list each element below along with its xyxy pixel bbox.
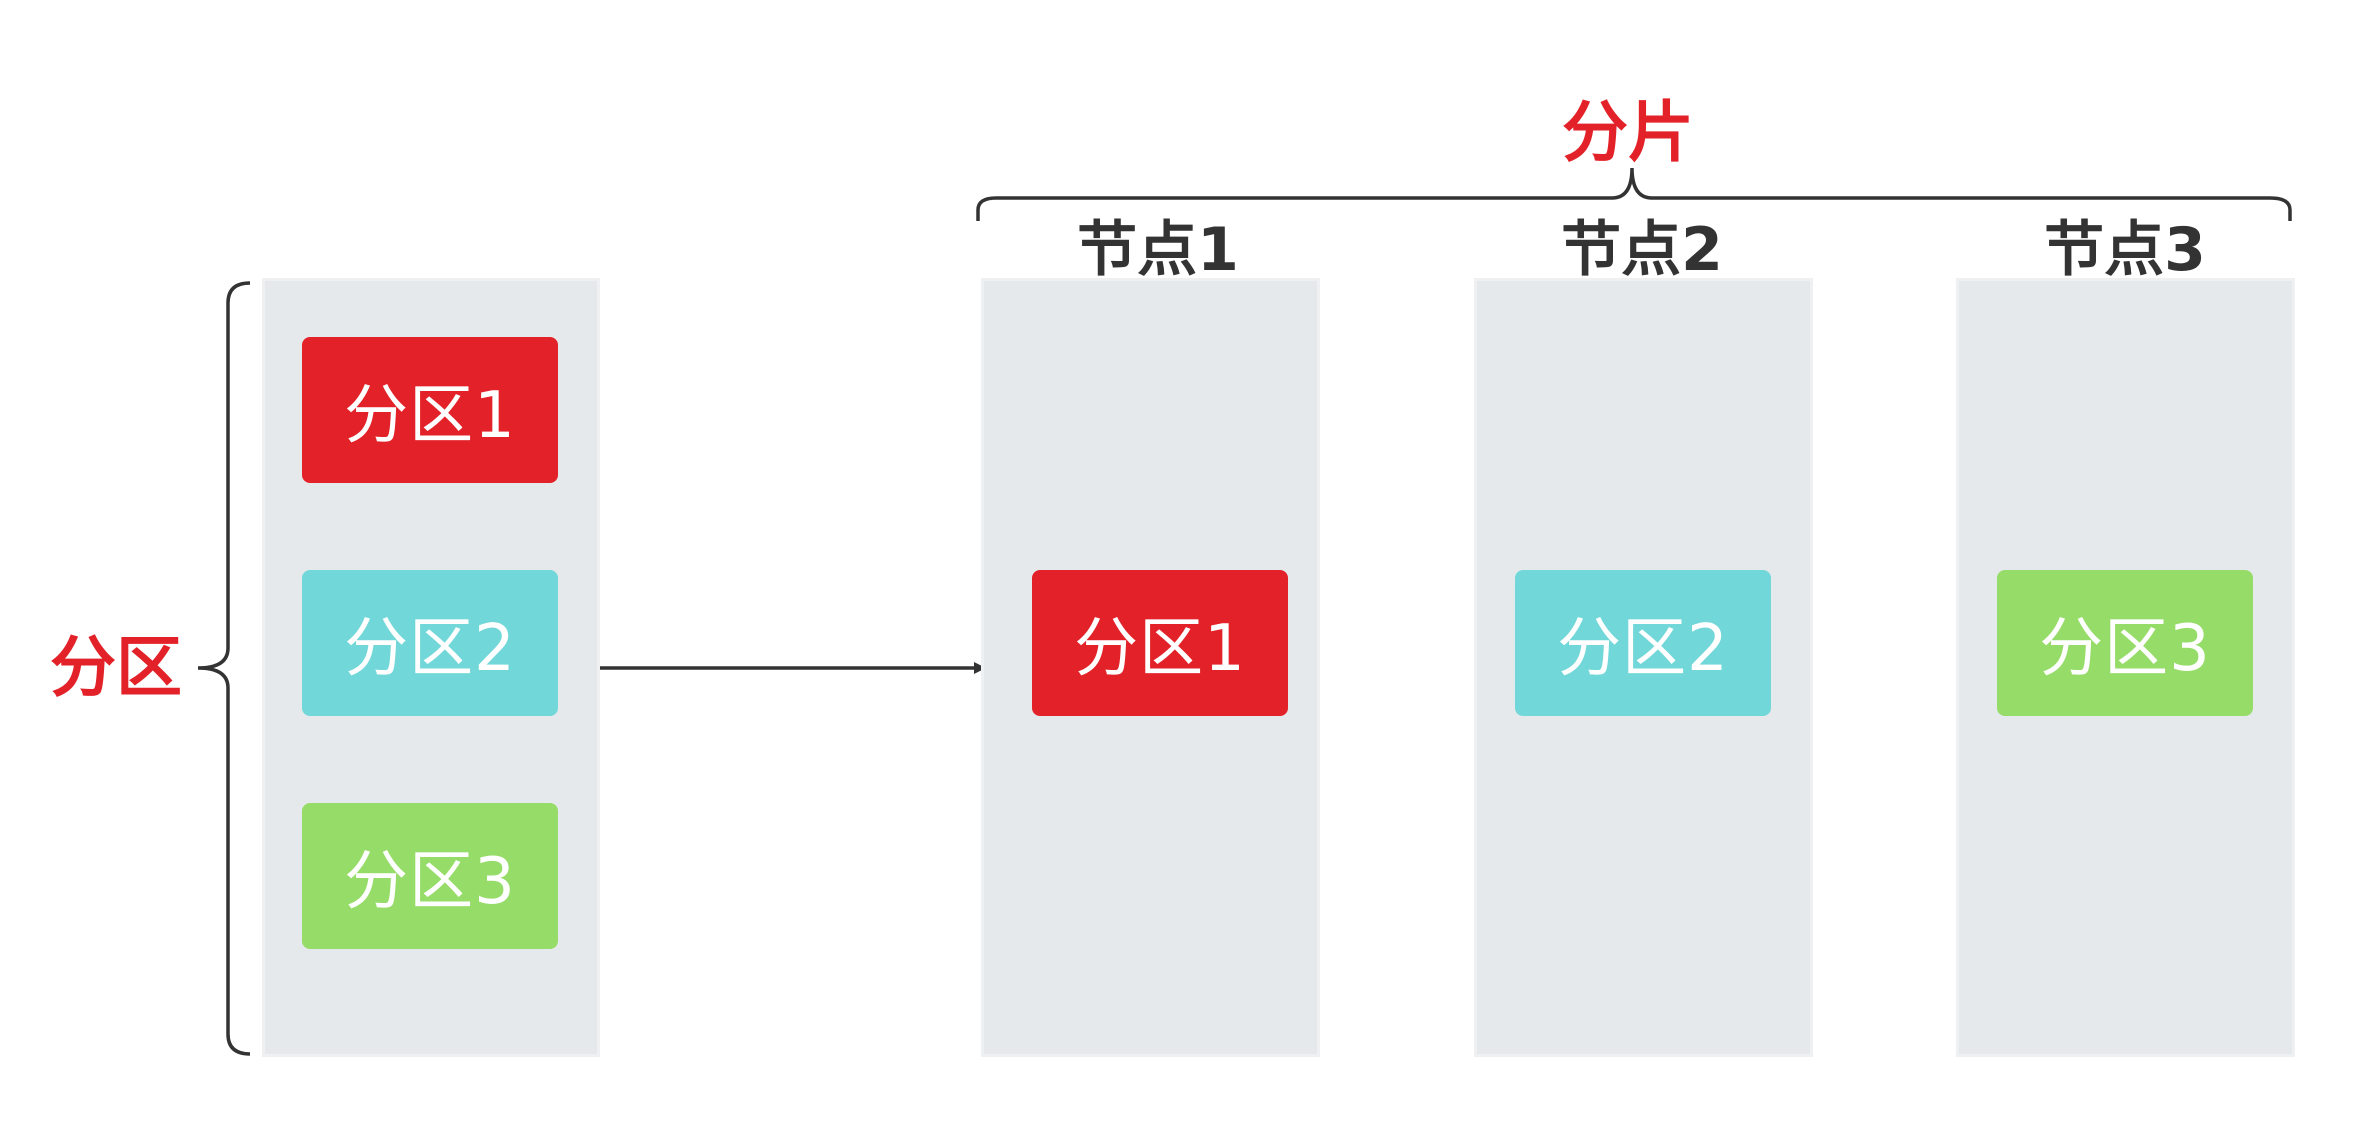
node-1-partition: 分区1 bbox=[1032, 570, 1288, 716]
node-2-partition: 分区2 bbox=[1515, 570, 1771, 716]
shard-group-label: 分片 bbox=[1562, 94, 1694, 171]
node-label-2: 节点2 bbox=[1561, 215, 1723, 285]
partition-group-label: 分区 bbox=[50, 629, 182, 706]
node-label-1: 节点1 bbox=[1077, 215, 1239, 285]
partition-box-3: 分区3 bbox=[302, 803, 558, 949]
node-column-3: 分区3 bbox=[1956, 278, 2295, 1057]
node-3-partition: 分区3 bbox=[1997, 570, 2253, 716]
partition-box-2: 分区2 bbox=[302, 570, 558, 716]
node-column-1: 分区1 bbox=[981, 278, 1320, 1057]
left-brace bbox=[197, 281, 251, 1056]
node-label-3: 节点3 bbox=[2044, 215, 2206, 285]
node-column-2: 分区2 bbox=[1474, 278, 1813, 1057]
partition-column: 分区1 分区2 分区3 bbox=[262, 278, 600, 1057]
partition-box-1: 分区1 bbox=[302, 337, 558, 483]
top-brace bbox=[976, 167, 2292, 221]
